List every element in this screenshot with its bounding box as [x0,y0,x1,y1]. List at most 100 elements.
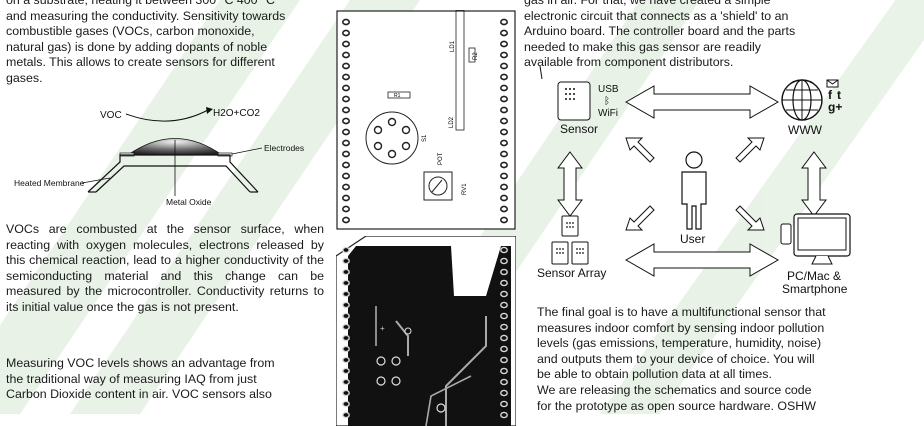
smartphone-icon [780,223,792,245]
pcb-pad [500,183,509,191]
pcb-pad [500,389,508,397]
ld2-label: LD2 [449,116,455,128]
social-g: g+ [828,100,842,114]
wifi-label: WiFi [598,108,618,119]
arrow-sensor-www [624,85,780,119]
social-f: f [828,88,833,102]
products-label: H2O+CO2 [213,108,260,119]
pcb-pad [500,29,509,37]
pcb-pad [342,301,350,309]
pcb-pad [342,128,351,136]
pcb-pad [342,29,351,37]
pcb-pad [500,139,509,147]
pcb-pad [500,95,509,103]
pcb-pad [500,172,509,180]
pc-mac-label: PC/Mac & [787,269,841,283]
pcb-pad [342,411,350,419]
pcb-pad [342,334,350,342]
pcb-pad [342,117,351,125]
pcb-pad [342,62,351,70]
electrodes-label: Electrodes [264,143,304,153]
arrow-array-pc [624,243,780,277]
pcb-pad [500,205,509,213]
pcb-pad [342,84,351,92]
sensor-label: Sensor [560,122,598,136]
pcb-pad [500,367,508,375]
svg-text:+: + [380,324,385,333]
r2-label: R2 [473,52,479,60]
s1-label: S1 [422,134,428,142]
user-icon [681,151,707,230]
rv1-label: RV1 [462,183,468,195]
pcb-pad [342,367,350,375]
pcb-pad [500,161,509,169]
pcb-pad [500,128,509,136]
pcb-pad [342,378,350,386]
pcb-pad [500,194,509,202]
pcb-pad [342,73,351,81]
pcb-pad [500,334,508,342]
arrow-user-pc [735,205,765,231]
pcb-pad [500,40,509,48]
pcb-pad [342,323,350,331]
pcb-pad [500,400,508,408]
pcb-pad [500,62,509,70]
pcb-pad [342,356,350,364]
globe-icon [781,79,823,121]
pcb-pad [500,106,509,114]
arrow-sensor-array [557,151,583,217]
usb-label: USB [598,84,619,95]
shield-intro-text: gas in air. For that, we have created a … [524,0,796,70]
pcb-pad [342,312,350,320]
sensor-icon [557,81,591,121]
pcb-copper-layout: + [336,236,516,426]
pcb-pad [342,279,350,287]
pcb-pad [342,51,351,59]
pcb-pad [500,150,509,158]
r1-label: R1 [394,93,401,99]
arrow-user-www [735,137,765,163]
arrow-user-sensor [625,137,655,163]
pcb-pad [500,356,508,364]
pcb-pad [500,216,509,224]
pcb-pad [342,257,350,265]
pcb-pad [342,216,351,224]
sensor-description-text: on a substrate, heating it between 300 °… [6,0,286,85]
pcb-pad [342,290,350,298]
pcb-pad [342,161,351,169]
pcb-pad [500,411,508,419]
pcb-pad [342,139,351,147]
pcb-pad [342,183,351,191]
pcb-pad [500,378,508,386]
sensor-array-label: Sensor Array [537,266,606,280]
connectivity-diagram: USB ᛒ WiFi Sensor f t g+ WWW [537,65,851,296]
pcb-pad [342,194,351,202]
smartphone-label: Smartphone [782,282,848,296]
social-t: t [837,88,841,102]
pot-label: POT [438,152,444,165]
pcb-silkscreen-layout: LD1 R2 R1 S1 LD2 POT RV1 [336,10,516,230]
pcb-pad [500,279,508,287]
pcb-pad [342,345,350,353]
pcb-pad [500,268,508,276]
ld1-label: LD1 [450,40,456,52]
pcb-pad [342,40,351,48]
pcb-pad [342,150,351,158]
voc-advantage-text: Measuring VOC levels shows an advantage … [6,356,275,402]
pcb-pad [500,73,509,81]
pcb-pad [500,301,508,309]
pcb-pad [342,95,351,103]
pcb-pad [342,246,350,254]
pcb-pad [342,106,351,114]
user-label: User [680,232,705,246]
metal-oxide-label: Metal Oxide [166,197,212,207]
heated-membrane-label: Heated Membrane [14,178,85,188]
pcb-pad [500,18,509,26]
www-label: WWW [788,123,823,137]
pcb-pad [342,389,350,397]
reaction-arrow [125,109,209,122]
pcb-pad [500,312,508,320]
pcb-pad [500,323,508,331]
arrow-www-pc [801,151,827,217]
pcb-pad [500,246,508,254]
